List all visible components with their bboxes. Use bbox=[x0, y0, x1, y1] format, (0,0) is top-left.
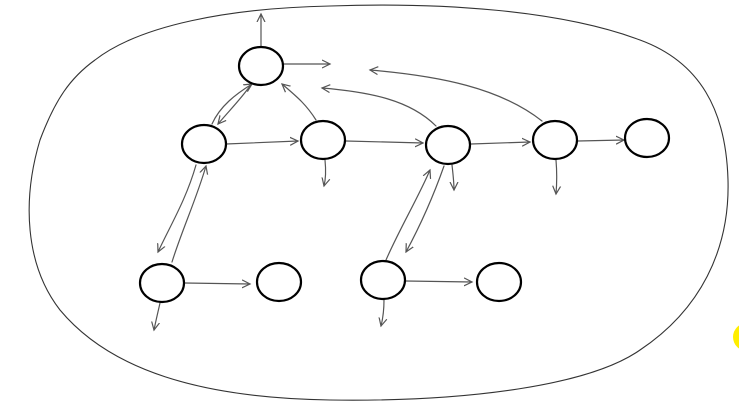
edge-n5-to-n1-15 bbox=[370, 70, 543, 122]
edge-n2-to-n1-3 bbox=[211, 84, 252, 125]
node-layer bbox=[138, 45, 671, 304]
graph-node-n8 bbox=[255, 261, 303, 303]
graph-node-n3 bbox=[299, 119, 347, 161]
graph-node-n10 bbox=[475, 261, 523, 303]
edge-n4-to-n5-12 bbox=[470, 142, 530, 144]
edge-n5-to-n6-17 bbox=[577, 140, 624, 141]
edge-n5-to-out-16 bbox=[556, 159, 557, 194]
edge-n7-to-n8-18 bbox=[184, 283, 250, 284]
edge-n9-to-n4-14 bbox=[385, 170, 430, 261]
graph-node-n1 bbox=[237, 45, 285, 87]
edge-n2-to-n3-4 bbox=[225, 141, 298, 144]
edge-n7-to-out-19 bbox=[154, 302, 161, 330]
edge-n9-to-out-21 bbox=[381, 299, 384, 326]
graph-node-n9 bbox=[359, 259, 407, 301]
graph-node-n7 bbox=[138, 262, 186, 304]
edge-n2-to-n7-5 bbox=[158, 164, 197, 252]
cursor-highlight bbox=[733, 325, 739, 349]
edge-n4-to-n1-10 bbox=[322, 88, 437, 127]
edge-n1-to-n2-2 bbox=[218, 85, 251, 124]
edge-layer bbox=[154, 14, 624, 330]
graph-node-n5 bbox=[531, 119, 579, 161]
graph-node-n2 bbox=[180, 123, 228, 165]
graph-node-n6 bbox=[623, 117, 671, 159]
boundary-outline bbox=[28, 4, 729, 401]
edge-n3-to-n4-9 bbox=[345, 141, 423, 143]
edge-n3-to-n1-7 bbox=[282, 84, 317, 121]
edge-n4-to-out-11 bbox=[452, 164, 454, 190]
edge-n4-to-n9-13 bbox=[406, 165, 445, 252]
edge-n9-to-n10-20 bbox=[405, 281, 472, 282]
graph-node-n4 bbox=[424, 124, 472, 166]
edge-n7-to-n2-6 bbox=[171, 166, 206, 263]
edge-n3-to-out-8 bbox=[324, 159, 326, 186]
